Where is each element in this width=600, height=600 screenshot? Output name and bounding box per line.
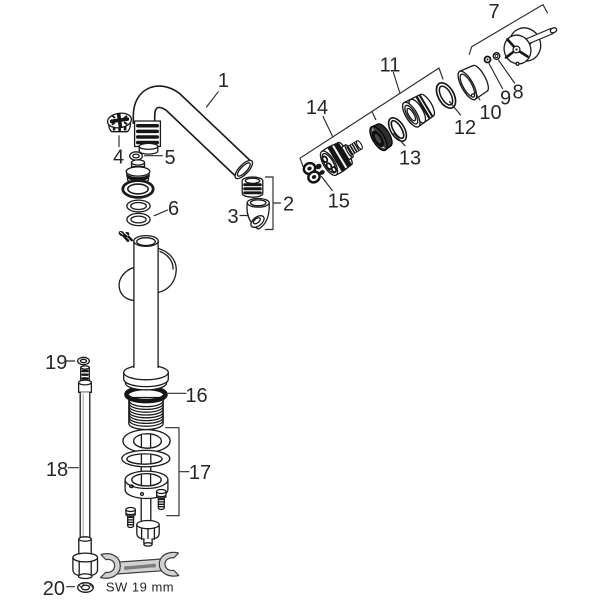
part-o-rings-6 <box>126 199 151 227</box>
part-label-6: 6 <box>168 198 179 220</box>
part-label-12: 12 <box>454 117 476 139</box>
part-15-seal-set <box>302 161 325 184</box>
body-right-boss <box>158 247 177 294</box>
part-label-10: 10 <box>479 102 501 124</box>
faucet-body <box>118 231 177 431</box>
part-11-sleeve <box>401 93 436 128</box>
part-o-ring-13 <box>387 117 408 142</box>
bracket-2 <box>264 176 282 231</box>
leader-line-1 <box>205 91 219 108</box>
leader-line-11 <box>392 71 401 94</box>
part-label-2: 2 <box>283 194 294 216</box>
part-label-7: 7 <box>488 1 499 23</box>
part-label-3: 3 <box>227 206 238 228</box>
part-label-8: 8 <box>512 82 523 104</box>
pipe-nut <box>136 519 160 547</box>
part-8-ring <box>492 52 501 60</box>
part-label-16: 16 <box>185 385 207 407</box>
part-label-17: 17 <box>189 462 211 484</box>
leader-line-13 <box>393 132 406 147</box>
leader-line-10 <box>472 88 481 101</box>
part-10-sleeve <box>457 64 490 101</box>
body-left-boss <box>118 266 135 302</box>
part-label-19: 19 <box>45 352 67 374</box>
leader-line-9 <box>488 62 504 90</box>
part-cartridge-nut <box>369 123 393 152</box>
leader-line-8 <box>497 59 516 84</box>
part-hose <box>72 365 99 580</box>
set-screw <box>123 231 133 242</box>
bracket-17 <box>165 427 190 517</box>
part-label-14: 14 <box>306 97 328 119</box>
part-outlet-piece-3 <box>246 197 270 230</box>
part-cartridge <box>319 140 363 177</box>
bracket-14-11 <box>299 67 444 168</box>
part-o-ring-5 <box>129 151 143 161</box>
leader-line-14 <box>322 115 334 138</box>
mounting-screw-left <box>125 506 136 529</box>
part-label-5: 5 <box>164 147 175 169</box>
small-screw-spout <box>118 230 130 243</box>
part-label-20: 20 <box>43 578 65 600</box>
part-label-9: 9 <box>500 88 511 110</box>
hose-nut <box>72 552 99 580</box>
part-large-o-ring <box>121 179 155 199</box>
leader-line-15 <box>320 175 333 192</box>
leader-line-12 <box>448 100 462 116</box>
bracket-7 <box>468 4 548 55</box>
part-label-4: 4 <box>113 147 124 169</box>
part-label-13: 13 <box>399 148 421 170</box>
leader-line-6 <box>153 209 169 217</box>
part-16-shank <box>124 385 168 431</box>
mounting-screw-right <box>155 488 167 511</box>
part-7-handle <box>503 27 558 66</box>
part-spray-insert <box>106 112 133 133</box>
spout-thread-connector <box>133 120 162 155</box>
part-spout <box>132 85 254 180</box>
part-washer-20 <box>77 582 94 593</box>
sleeve-screw-hole <box>470 93 476 98</box>
part-17-mounting-set <box>121 428 171 547</box>
part-label-18: 18 <box>46 459 68 481</box>
part-label-11: 11 <box>380 55 401 77</box>
wrench-icon <box>99 551 180 579</box>
wrench-size-label: SW 19 mm <box>106 580 174 595</box>
part-label-15: 15 <box>328 191 350 213</box>
part-label-1: 1 <box>218 70 229 92</box>
part-outlet-thread-ring <box>241 176 264 198</box>
part-9-ring <box>483 55 492 64</box>
part-o-ring-19 <box>77 356 90 366</box>
part-o-ring-12 <box>435 82 457 109</box>
